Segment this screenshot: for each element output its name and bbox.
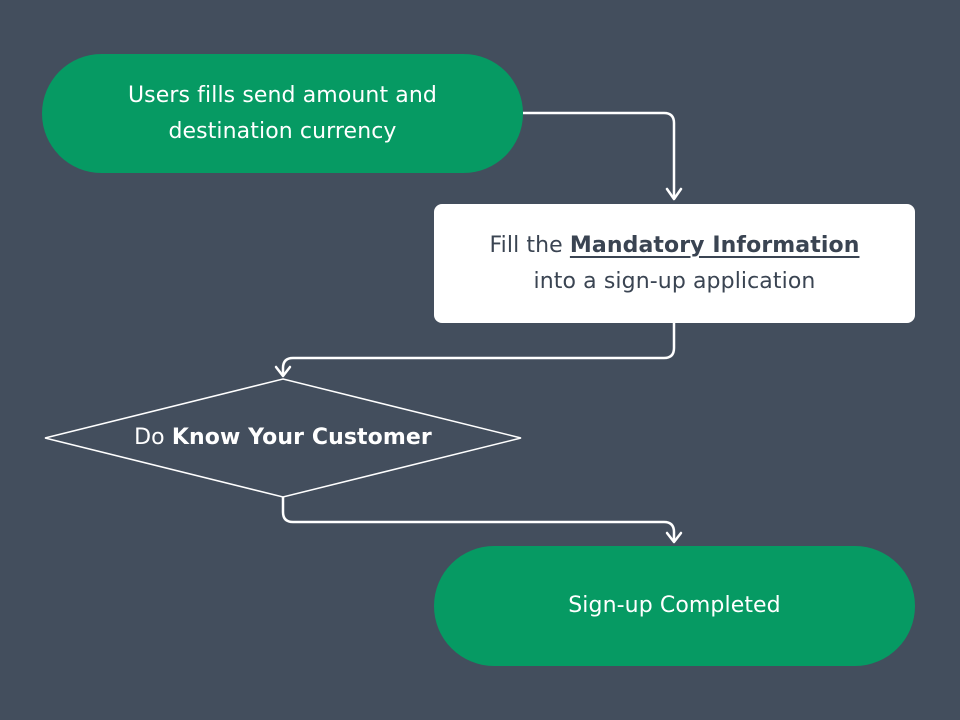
start-terminal-node: Users fills send amount and destination … bbox=[42, 54, 523, 173]
connector-fill-to-kyc bbox=[281, 323, 676, 374]
arrowhead-kyc-to-end bbox=[665, 531, 683, 544]
kyc-bold-text: Know Your Customer bbox=[171, 425, 432, 450]
connector-start-to-fill bbox=[523, 111, 676, 198]
fill-info-line-2: into a sign-up application bbox=[533, 268, 816, 294]
arrowhead-start-to-fill bbox=[665, 187, 683, 201]
fill-info-process-node: Fill the Mandatory Information into a si… bbox=[434, 204, 915, 323]
kyc-prefix: Do bbox=[134, 425, 172, 450]
start-node-line-2: destination currency bbox=[168, 118, 397, 144]
end-terminal-node: Sign-up Completed bbox=[434, 546, 915, 666]
fill-info-prefix: Fill the bbox=[489, 232, 570, 258]
end-node-label: Sign-up Completed bbox=[568, 593, 781, 618]
kyc-decision-node: Do Know Your Customer bbox=[44, 379, 522, 497]
mandatory-information-link[interactable]: Mandatory Information bbox=[569, 232, 860, 258]
kyc-label: Do Know Your Customer bbox=[134, 420, 432, 456]
arrowhead-fill-to-kyc bbox=[274, 365, 292, 378]
start-node-line-1: Users fills send amount and bbox=[127, 82, 437, 108]
connector-kyc-to-end bbox=[281, 497, 676, 540]
fill-info-line-1: Fill the Mandatory Information bbox=[490, 228, 860, 264]
